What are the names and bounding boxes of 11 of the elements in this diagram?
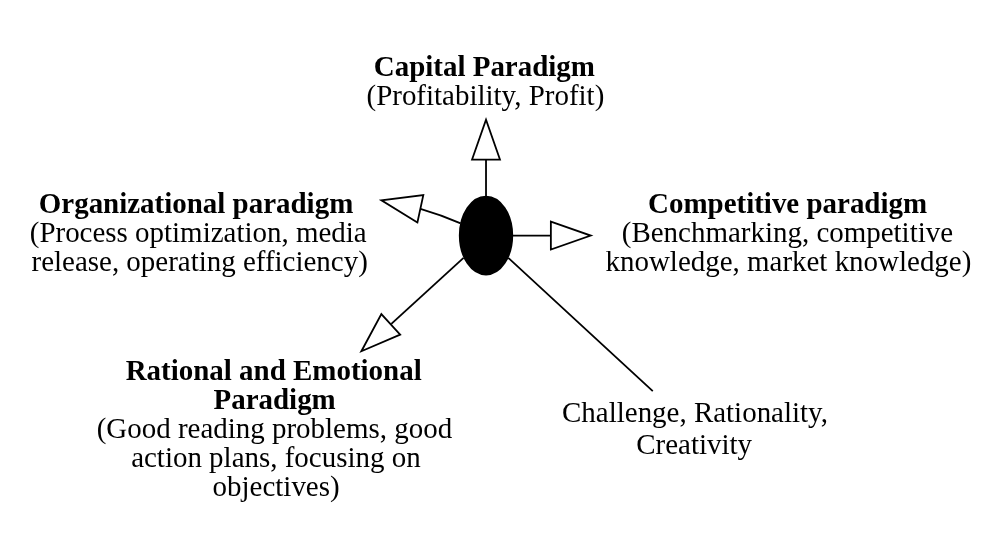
node-text: Competitive paradigm (Benchmarking, competitive knowledge, market knowledge) (605, 186, 972, 277)
arrow (511, 219, 594, 251)
connector (507, 256, 654, 392)
arrow (470, 116, 502, 197)
node-text: Organizational paradigm (Process optimization, media release, operating efficiency) (29, 186, 368, 277)
node-ellipse (458, 195, 514, 275)
node-text: Capital Paradigm (Profitability, Profit) (366, 49, 605, 111)
node-text: Challenge, Rationality, Creativity (562, 395, 828, 460)
node-text: Rational and Emotional Paradigm (Good reading problems, good action plans, focusing on objectives) (96, 353, 453, 502)
arrow (378, 193, 462, 224)
arrow (359, 256, 465, 353)
